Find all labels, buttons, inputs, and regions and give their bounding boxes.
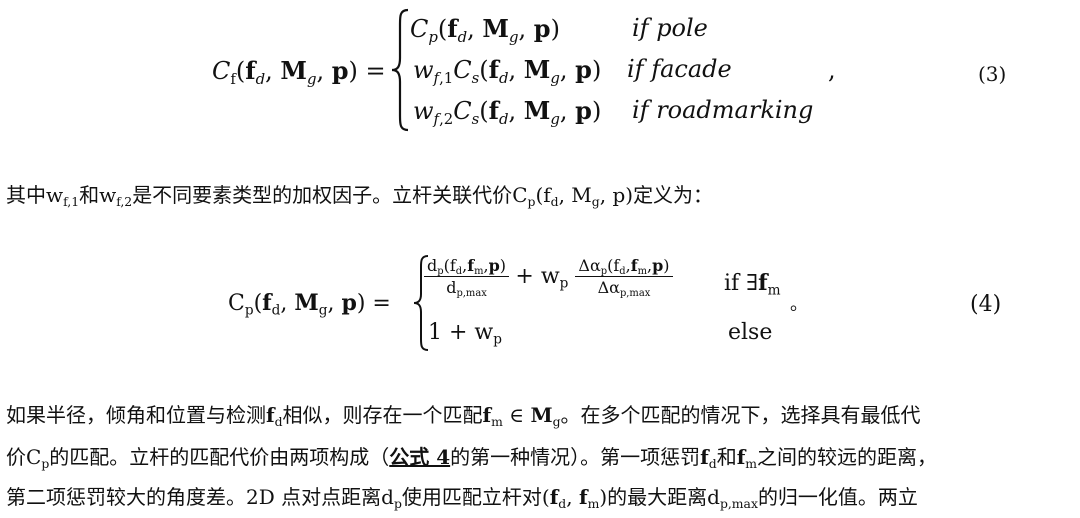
para2-line1-b: 相似，则存在一个匹配: [282, 403, 483, 427]
paragraph-2-line-2: 价Cp的匹配。立杆的匹配代价由两项构成（公式 4的第一种情况）。第一项惩罚fd和…: [6, 445, 938, 471]
equation-3-case1-expr: Cp(fd, Mg, p): [410, 14, 560, 46]
equation-3-case3-cond: if roadmarking: [632, 96, 814, 124]
equation-3-case1-cond: if pole: [632, 14, 708, 42]
equation-3-number: (3): [978, 62, 1007, 86]
para1-text-b: 和: [79, 183, 100, 207]
para2-line1-c: 。在多个匹配的情况下，选择具有最低代: [560, 403, 921, 427]
para1-text-d: 定义为：: [633, 183, 714, 207]
para2-line1-a: 如果半径，倾角和位置与检测: [6, 403, 266, 427]
eq4-fraction-angle: Δαp(fd,fm,p) Δαp,max: [575, 256, 673, 299]
para2-line3-c: 的最大距离: [607, 485, 708, 509]
para2-line3-a: 第二项惩罚较大的角度差。2D 点对点距离: [6, 485, 382, 509]
para2-line2-e: 之间的较远的距离，: [757, 445, 938, 469]
para2-line2-d: 和: [716, 445, 737, 469]
equation-3-trailing: ,: [828, 56, 836, 84]
equation-4-trailing: 。: [790, 294, 808, 315]
paragraph-1: 其中wf,1和wf,2是不同要素类型的加权因子。立杆关联代价Cp(fd, Mg,…: [6, 183, 714, 209]
paragraph-2-line-1: 如果半径，倾角和位置与检测fd相似，则存在一个匹配fm ∈ Mg。在多个匹配的情…: [6, 403, 921, 429]
paragraph-2-line-3: 第二项惩罚较大的角度差。2D 点对点距离dp使用匹配立杆对(fd, fm)的最大…: [6, 485, 918, 511]
equation-4-case2-expr: 1 + wp: [428, 320, 502, 348]
equation-4-brace: [413, 255, 429, 351]
para2-line3-b: 使用匹配立杆对: [401, 485, 542, 509]
para2-line3-d: 的归一化值。两立: [757, 485, 918, 509]
para2-line2-a: 价: [6, 445, 26, 469]
equation-3-case3-expr: wf,2Cs(fd, Mg, p): [413, 96, 602, 128]
equation-4-case2-cond: else: [728, 320, 773, 345]
equation-4-case1-cond: if ∃fm: [724, 270, 781, 299]
equation-3-case2-cond: if facade: [627, 55, 732, 83]
equation-3-lhs: Cf(fd, Mg, p) =: [212, 56, 386, 88]
eq4-fraction-distance: dp(fd,fm,p) dp,max: [424, 256, 510, 299]
equation-3-brace: [391, 8, 409, 132]
equation-4-reference-link[interactable]: 公式 4: [389, 445, 451, 469]
equation-3-case2-expr: wf,1Cs(fd, Mg, p): [413, 55, 602, 87]
para2-line2-b: 的匹配。立杆的匹配代价由两项构成（: [49, 445, 390, 469]
para1-text-a: 其中: [6, 183, 46, 207]
equation-4-lhs: Cp(fd, Mg, p) =: [228, 290, 391, 319]
para2-line2-c: 的第一种情况）。第一项惩罚: [450, 445, 701, 469]
para1-text-c: 是不同要素类型的加权因子。立杆关联代价: [132, 183, 513, 207]
equation-4-case1-expr: dp(fd,fm,p) dp,max + wp Δαp(fd,fm,p) Δαp…: [424, 256, 673, 299]
equation-4-number: (4): [970, 292, 1002, 317]
